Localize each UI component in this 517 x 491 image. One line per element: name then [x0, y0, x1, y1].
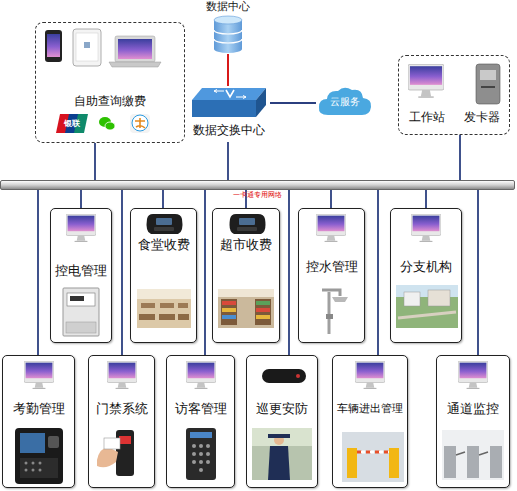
subsystem-box: 车辆进出管理	[332, 355, 408, 488]
subsystem-box: 控水管理	[298, 208, 365, 343]
network-link	[80, 190, 82, 208]
network-link	[227, 54, 229, 86]
network-link	[425, 190, 427, 208]
network-link	[477, 190, 479, 355]
node-text: 发卡器	[455, 111, 509, 125]
patrol-devices	[252, 369, 312, 480]
subsystem-box: 巡更安防	[246, 355, 318, 488]
visitor-devices	[186, 361, 216, 480]
logo-label: 银联	[57, 118, 87, 129]
self-service-group: 自助查询缴费	[35, 22, 185, 143]
subsystem-box: 访客管理	[166, 355, 235, 488]
network-link	[330, 190, 332, 208]
node-text: 工作站	[401, 111, 453, 125]
access-control-devices	[97, 361, 137, 476]
subsystem-box: 分支机构	[390, 208, 462, 343]
node-text: 控电管理	[51, 264, 111, 279]
network-link	[162, 190, 164, 208]
workstation-group: 工作站发卡器	[398, 55, 510, 135]
network-link	[204, 190, 206, 355]
node-text: 巡更安防	[247, 402, 317, 417]
node-text: 一卡通专用网络	[226, 191, 288, 199]
supermarket-devices	[218, 214, 274, 328]
node-text: 云服务	[316, 96, 374, 108]
subsystem-box: 考勤管理	[2, 355, 75, 488]
node-text: 数据交换中心	[182, 124, 276, 138]
network-link	[459, 135, 461, 180]
payment-icons	[56, 114, 150, 133]
node-text: 分支机构	[391, 260, 461, 275]
node-text: 访客管理	[167, 402, 234, 417]
network-link	[227, 142, 229, 180]
node-text: 数据中心	[198, 1, 258, 14]
switch-node: 数据交换中心	[188, 86, 270, 142]
network-link	[121, 190, 123, 355]
turnstile-devices	[442, 361, 504, 480]
subsystem-box: 食堂收费	[130, 208, 197, 343]
mobile-devices	[45, 29, 161, 67]
subsystem-box: 通道监控	[436, 355, 510, 488]
power-control-devices	[63, 214, 99, 336]
node-text: 控水管理	[299, 260, 364, 275]
node-text: 食堂收费	[131, 238, 196, 253]
network-bus: 一卡通专用网络	[0, 180, 515, 190]
network-link	[288, 190, 290, 355]
network-link	[37, 190, 39, 355]
subsystem-box: 控电管理	[50, 208, 112, 343]
node-text: 车辆进出管理	[333, 403, 407, 416]
node-text: 超市收费	[213, 238, 279, 253]
canteen-devices	[137, 214, 191, 328]
network-link	[94, 143, 96, 180]
workstation-devices	[408, 64, 500, 104]
subsystem-box: 超市收费	[212, 208, 280, 343]
database-node: 数据中心	[198, 0, 258, 54]
network-link	[270, 102, 316, 104]
node-text: 门禁系统	[89, 402, 154, 417]
subsystem-box: 门禁系统	[88, 355, 155, 488]
node-text: 自助查询缴费	[36, 95, 183, 109]
node-text: 通道监控	[437, 402, 509, 417]
network-link	[377, 190, 379, 355]
node-text: 考勤管理	[3, 402, 74, 417]
water-control-devices	[316, 214, 348, 334]
vehicle-barrier	[342, 361, 404, 482]
cloud-node: 云服务	[316, 84, 374, 118]
attendance-devices	[15, 361, 63, 484]
branch-photo	[396, 214, 458, 328]
